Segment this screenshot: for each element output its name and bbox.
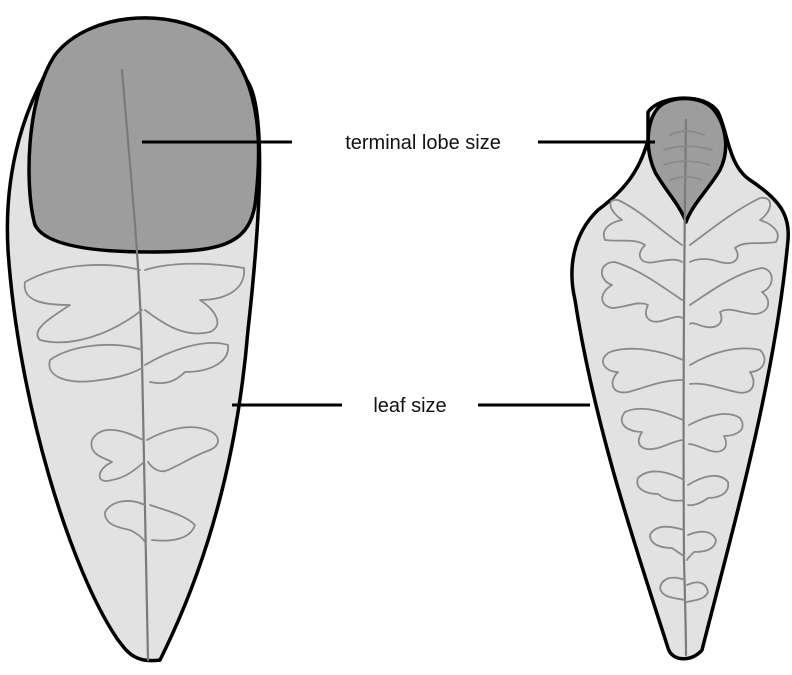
right-leaf bbox=[572, 98, 788, 659]
left-leaf bbox=[7, 18, 259, 661]
leaf-size-label: leaf size bbox=[373, 395, 446, 417]
left-terminal-lobe bbox=[29, 18, 259, 252]
terminal-lobe-label: terminal lobe size bbox=[345, 132, 501, 154]
